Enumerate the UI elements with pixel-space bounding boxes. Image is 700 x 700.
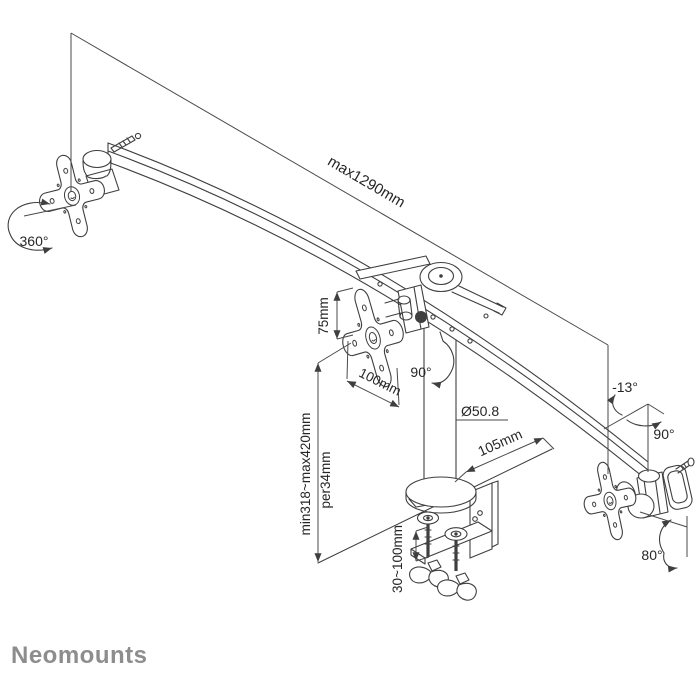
swivel-right-arrow — [626, 419, 662, 430]
rotation-arrows — [7, 198, 688, 573]
center-knob-brace — [451, 285, 507, 316]
rotate-right-label: 80° — [641, 547, 662, 563]
tilt-up-arrow — [607, 394, 623, 416]
swivel-right-label: 90° — [653, 426, 674, 442]
center-bolt-knob — [415, 311, 427, 323]
line-art — [7, 32, 695, 601]
vesa-height-label: 75mm — [316, 297, 331, 335]
right-side-bracket — [662, 464, 693, 510]
wing-screw — [437, 572, 477, 601]
left-lever — [110, 132, 142, 153]
right-arm-joint — [615, 457, 695, 519]
desk-clearance-dim — [465, 437, 544, 473]
rotate-right-arrow — [658, 519, 672, 554]
clamp-pad — [444, 527, 468, 541]
center-bracket-plate — [355, 255, 431, 280]
pole-diameter-label: Ø50.8 — [461, 403, 499, 419]
dimension-lines — [70, 32, 609, 562]
center-clamp-block — [397, 284, 430, 334]
brand-logo: Neomounts — [11, 642, 148, 669]
right-lever — [675, 457, 695, 474]
desk-clearance-label: 105mm — [475, 426, 524, 460]
span-dimension-line — [70, 32, 609, 346]
swivel-left-label: 360° — [20, 233, 49, 249]
pole-swivel-label: 90° — [410, 364, 431, 380]
desk-clamp — [408, 480, 499, 601]
clamp-pad — [416, 511, 440, 525]
center-mount — [355, 255, 507, 334]
tilt-up-label: -13° — [612, 379, 638, 395]
pole — [405, 317, 477, 514]
vesa-width-dim — [346, 380, 400, 408]
clamp-thickness-label: 30~100mm — [390, 525, 405, 593]
span-label: max1290mm — [325, 153, 408, 211]
height-range-label: min318~max420mm — [298, 413, 313, 536]
right-vesa-plate — [575, 456, 645, 546]
height-step-label: per34mm — [318, 451, 333, 508]
pole-swivel-arrow — [431, 340, 455, 389]
pole-base-disc — [405, 476, 477, 508]
swivel-left-arrow — [7, 198, 53, 254]
